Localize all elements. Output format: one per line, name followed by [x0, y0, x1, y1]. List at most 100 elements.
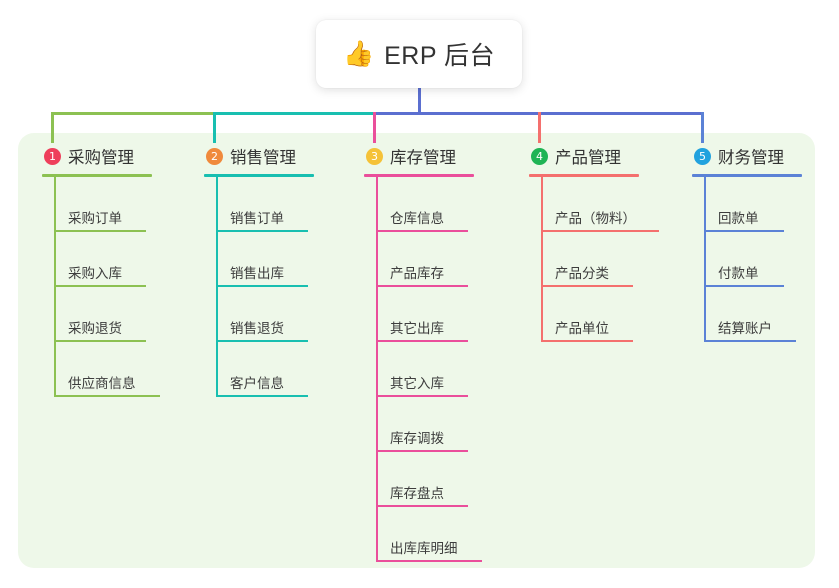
branch-spine [54, 177, 56, 397]
branch-header-2[interactable]: 2 销售管理 [202, 143, 352, 169]
branch-number-badge: 1 [44, 147, 61, 165]
leaf-item[interactable]: 产品分类 [541, 232, 677, 287]
leaf-item[interactable]: 采购订单 [54, 177, 190, 232]
leaf-item-underline [54, 395, 160, 397]
leaf-item[interactable]: 出库库明细 [376, 507, 512, 562]
leaf-item-label: 出库库明细 [390, 541, 458, 556]
leaf-item[interactable]: 付款单 [704, 232, 839, 287]
leaf-item-underline [54, 340, 146, 342]
branch-underline [204, 174, 314, 177]
connector-drop-3 [373, 112, 376, 143]
branch-underline [529, 174, 639, 177]
leaf-item-label: 供应商信息 [68, 376, 136, 391]
branch-items: 产品（物料） 产品分类产品单位 [541, 177, 677, 342]
leaf-item[interactable]: 库存盘点 [376, 452, 512, 507]
leaf-item[interactable]: 库存调拨 [376, 397, 512, 452]
connector-trunk [418, 88, 421, 115]
leaf-item-label: 采购退货 [68, 321, 122, 336]
leaf-item-underline [376, 230, 468, 232]
leaf-item-label: 产品（物料） [555, 211, 636, 226]
branch-items: 采购订单采购入库采购退货供应商信息 [54, 177, 190, 397]
branch-underline [42, 174, 152, 177]
leaf-item-underline [376, 450, 468, 452]
leaf-item-label: 销售出库 [230, 266, 284, 281]
branch-column-2: 2 销售管理销售订单销售出库销售退货客户信息 [202, 143, 352, 397]
leaf-item-label: 库存调拨 [390, 431, 444, 446]
leaf-item-underline [704, 285, 784, 287]
leaf-item-underline [216, 395, 308, 397]
root-node-erp-backend[interactable]: 👍 ERP 后台 [316, 20, 522, 88]
leaf-item[interactable]: 产品库存 [376, 232, 512, 287]
leaf-item-underline [704, 340, 796, 342]
branch-number-badge: 4 [531, 147, 548, 165]
branch-items: 销售订单销售出库销售退货客户信息 [216, 177, 352, 397]
branch-title: 财务管理 [718, 149, 784, 167]
branch-title: 库存管理 [390, 149, 456, 167]
leaf-item-label: 销售退货 [230, 321, 284, 336]
leaf-item-label: 产品单位 [555, 321, 609, 336]
leaf-item[interactable]: 产品单位 [541, 287, 677, 342]
branch-items: 回款单付款单结算账户 [704, 177, 839, 342]
branch-header-1[interactable]: 1 采购管理 [40, 143, 190, 169]
leaf-item[interactable]: 采购退货 [54, 287, 190, 342]
branch-number-badge: 5 [694, 147, 711, 165]
leaf-item-label: 付款单 [718, 266, 759, 281]
leaf-item-label: 其它入库 [390, 376, 444, 391]
connector-drop-5 [701, 112, 704, 143]
branch-column-4: 4 产品管理产品（物料） 产品分类产品单位 [527, 143, 677, 342]
leaf-item[interactable]: 仓库信息 [376, 177, 512, 232]
connector-bus-segment-1 [51, 112, 216, 115]
branch-header-5[interactable]: 5 财务管理 [690, 143, 839, 169]
diagram-background-panel [18, 133, 815, 568]
leaf-item-underline [376, 560, 482, 562]
leaf-item-underline [216, 340, 308, 342]
leaf-item-label: 仓库信息 [390, 211, 444, 226]
leaf-item[interactable]: 其它入库 [376, 342, 512, 397]
branch-header-4[interactable]: 4 产品管理 [527, 143, 677, 169]
leaf-item-underline [376, 285, 468, 287]
branch-column-1: 1 采购管理采购订单采购入库采购退货供应商信息 [40, 143, 190, 397]
branch-column-5: 5 财务管理回款单付款单结算账户 [690, 143, 839, 342]
leaf-item-label: 销售订单 [230, 211, 284, 226]
branch-spine [541, 177, 543, 342]
connector-bus-segment-3 [373, 112, 541, 115]
leaf-item-underline [376, 340, 468, 342]
branch-underline [692, 174, 802, 177]
leaf-item-underline [541, 285, 633, 287]
branch-spine [704, 177, 706, 342]
branch-title: 产品管理 [555, 149, 621, 167]
leaf-item-label: 采购订单 [68, 211, 122, 226]
leaf-item[interactable]: 回款单 [704, 177, 839, 232]
leaf-item[interactable]: 销售退货 [216, 287, 352, 342]
leaf-item-underline [376, 505, 468, 507]
root-node-title: ERP 后台 [384, 42, 496, 70]
branch-title: 采购管理 [68, 149, 134, 167]
leaf-item-label: 产品库存 [390, 266, 444, 281]
thumbs-up-icon: 👍 [342, 39, 375, 68]
leaf-item[interactable]: 销售出库 [216, 232, 352, 287]
leaf-item-label: 库存盘点 [390, 486, 444, 501]
leaf-item[interactable]: 供应商信息 [54, 342, 190, 397]
leaf-item[interactable]: 采购入库 [54, 232, 190, 287]
branch-title: 销售管理 [230, 149, 296, 167]
leaf-item-label: 客户信息 [230, 376, 284, 391]
leaf-item[interactable]: 产品（物料） [541, 177, 677, 232]
branch-number-badge: 2 [206, 147, 223, 165]
leaf-item[interactable]: 其它出库 [376, 287, 512, 342]
connector-bus-segment-4 [538, 112, 704, 115]
branch-spine [216, 177, 218, 397]
leaf-item[interactable]: 销售订单 [216, 177, 352, 232]
connector-drop-2 [213, 112, 216, 143]
branch-spine [376, 177, 378, 562]
leaf-item[interactable]: 结算账户 [704, 287, 839, 342]
leaf-item-underline [54, 285, 146, 287]
leaf-item[interactable]: 客户信息 [216, 342, 352, 397]
leaf-item-label: 回款单 [718, 211, 759, 226]
branch-underline [364, 174, 474, 177]
connector-drop-4 [538, 112, 541, 143]
leaf-item-label: 其它出库 [390, 321, 444, 336]
branch-items: 仓库信息产品库存其它出库其它入库库存调拨库存盘点出库库明细 [376, 177, 512, 562]
leaf-item-underline [216, 285, 308, 287]
